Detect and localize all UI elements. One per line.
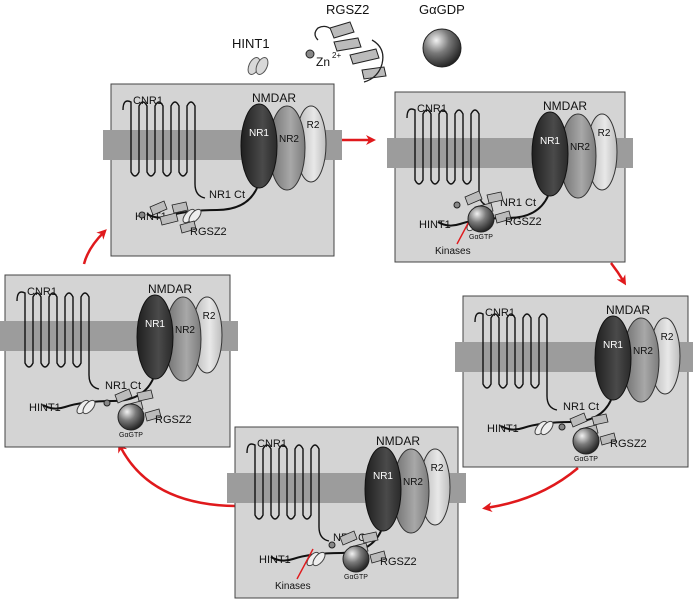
nr1-subunit	[364, 446, 402, 532]
nr2-label: NR2	[633, 346, 653, 357]
galpha-sphere-icon	[117, 403, 145, 431]
nr1-label: NR1	[249, 128, 269, 139]
legend-hint1-icon	[247, 57, 269, 75]
rgsz2-label: RGSZ2	[610, 438, 647, 450]
zinc-icon	[138, 211, 146, 219]
nmdar-label: NMDAR	[376, 434, 420, 448]
galpha-sphere-icon	[467, 205, 495, 233]
kinases-pointer	[296, 548, 314, 580]
legend-galpha-sphere-icon	[422, 28, 462, 68]
galpha-sphere-icon	[342, 545, 370, 573]
legend-rgsz2-icon	[305, 21, 387, 83]
legend-zinc-label: Zn	[316, 55, 330, 69]
galpha-gtp-label: GαGTP	[574, 456, 598, 463]
kinases-label: Kinases	[435, 246, 471, 257]
r2-label: R2	[203, 311, 216, 322]
rgsz2-icon	[558, 412, 617, 446]
rgsz2-helices	[149, 200, 197, 234]
rgsz2-icon	[138, 200, 197, 234]
nmdar-label: NMDAR	[252, 91, 296, 105]
nr1-subunit	[531, 111, 569, 197]
zinc-icon	[103, 399, 111, 407]
nr1-subunit	[240, 103, 278, 189]
legend-hint1-label: HINT1	[232, 36, 270, 51]
hint1-label: HINT1	[259, 554, 291, 566]
cnr1-receptor	[474, 312, 558, 411]
galpha-gtp-label: GαGTP	[119, 432, 143, 439]
cnr1-receptor	[16, 291, 100, 390]
hint1-icon	[82, 399, 96, 415]
r2-label: R2	[307, 120, 320, 131]
cnr1-receptor	[246, 443, 330, 542]
galpha-sphere-icon	[572, 427, 600, 455]
hint1-label: HINT1	[29, 402, 61, 414]
nr2-label: NR2	[570, 142, 590, 153]
zinc-icon	[558, 423, 566, 431]
legend-galpha-gdp-label: GαGDP	[419, 2, 465, 17]
arrow-p2-to-p3	[610, 262, 627, 286]
nr1ct-label: NR1 Ct	[563, 401, 599, 413]
rgsz2-label: RGSZ2	[380, 556, 417, 568]
arrow-p5-to-p1	[82, 229, 107, 265]
nr1-subunit	[594, 315, 632, 401]
zinc-icon	[453, 201, 461, 209]
cnr1-label: CNR1	[485, 307, 515, 319]
arrow-p3-to-p4	[482, 467, 579, 513]
rgsz2-icon	[103, 388, 162, 422]
galpha-gtp-label: GαGTP	[344, 574, 368, 581]
nmdar-label: NMDAR	[543, 99, 587, 113]
cnr1-receptor	[406, 108, 490, 207]
zinc-icon	[328, 541, 336, 549]
nr2-label: NR2	[279, 134, 299, 145]
hint1-label: HINT1	[419, 219, 451, 231]
nr1ct-label: NR1 Ct	[105, 380, 141, 392]
hint1-icon	[312, 551, 326, 567]
rgsz2-helices	[569, 412, 617, 446]
nr1-label: NR1	[603, 340, 623, 351]
cnr1-label: CNR1	[257, 438, 287, 450]
nmdar-label: NMDAR	[148, 282, 192, 296]
r2-label: R2	[598, 128, 611, 139]
nr1-label: NR1	[373, 471, 393, 482]
nr1-label: NR1	[540, 136, 560, 147]
legend: HINT1 RGSZ2 Zn 2+ GαGDP	[232, 2, 465, 83]
nr2-label: NR2	[175, 325, 195, 336]
nr2-label: NR2	[403, 477, 423, 488]
rgsz2-icon	[328, 530, 387, 564]
nmdar-label: NMDAR	[606, 303, 650, 317]
r2-label: R2	[661, 332, 674, 343]
rgsz2-helices	[114, 388, 162, 422]
nr1-label: NR1	[145, 319, 165, 330]
nr1-subunit	[136, 294, 174, 380]
legend-rgsz2-label: RGSZ2	[326, 2, 369, 17]
rgsz2-helices	[464, 190, 512, 224]
r2-label: R2	[431, 463, 444, 474]
rgsz2-label: RGSZ2	[190, 226, 227, 238]
rgsz2-label: RGSZ2	[505, 216, 542, 228]
legend-zinc-charge: 2+	[332, 51, 341, 60]
rgsz2-helices	[339, 530, 387, 564]
cnr1-label: CNR1	[133, 95, 163, 107]
nr1ct-label: NR1 Ct	[500, 197, 536, 209]
hint1-label: HINT1	[487, 423, 519, 435]
cnr1-label: CNR1	[27, 286, 57, 298]
hint1-icon	[540, 420, 554, 436]
rgsz2-label: RGSZ2	[155, 414, 192, 426]
rgsz2-icon	[453, 190, 512, 224]
arrow-p4-to-p5	[118, 442, 237, 508]
nr1ct-label: NR1 Ct	[209, 189, 245, 201]
cnr1-receptor	[122, 100, 206, 199]
cnr1-label: CNR1	[417, 103, 447, 115]
kinases-label: Kinases	[275, 581, 311, 592]
galpha-gtp-label: GαGTP	[469, 234, 493, 241]
